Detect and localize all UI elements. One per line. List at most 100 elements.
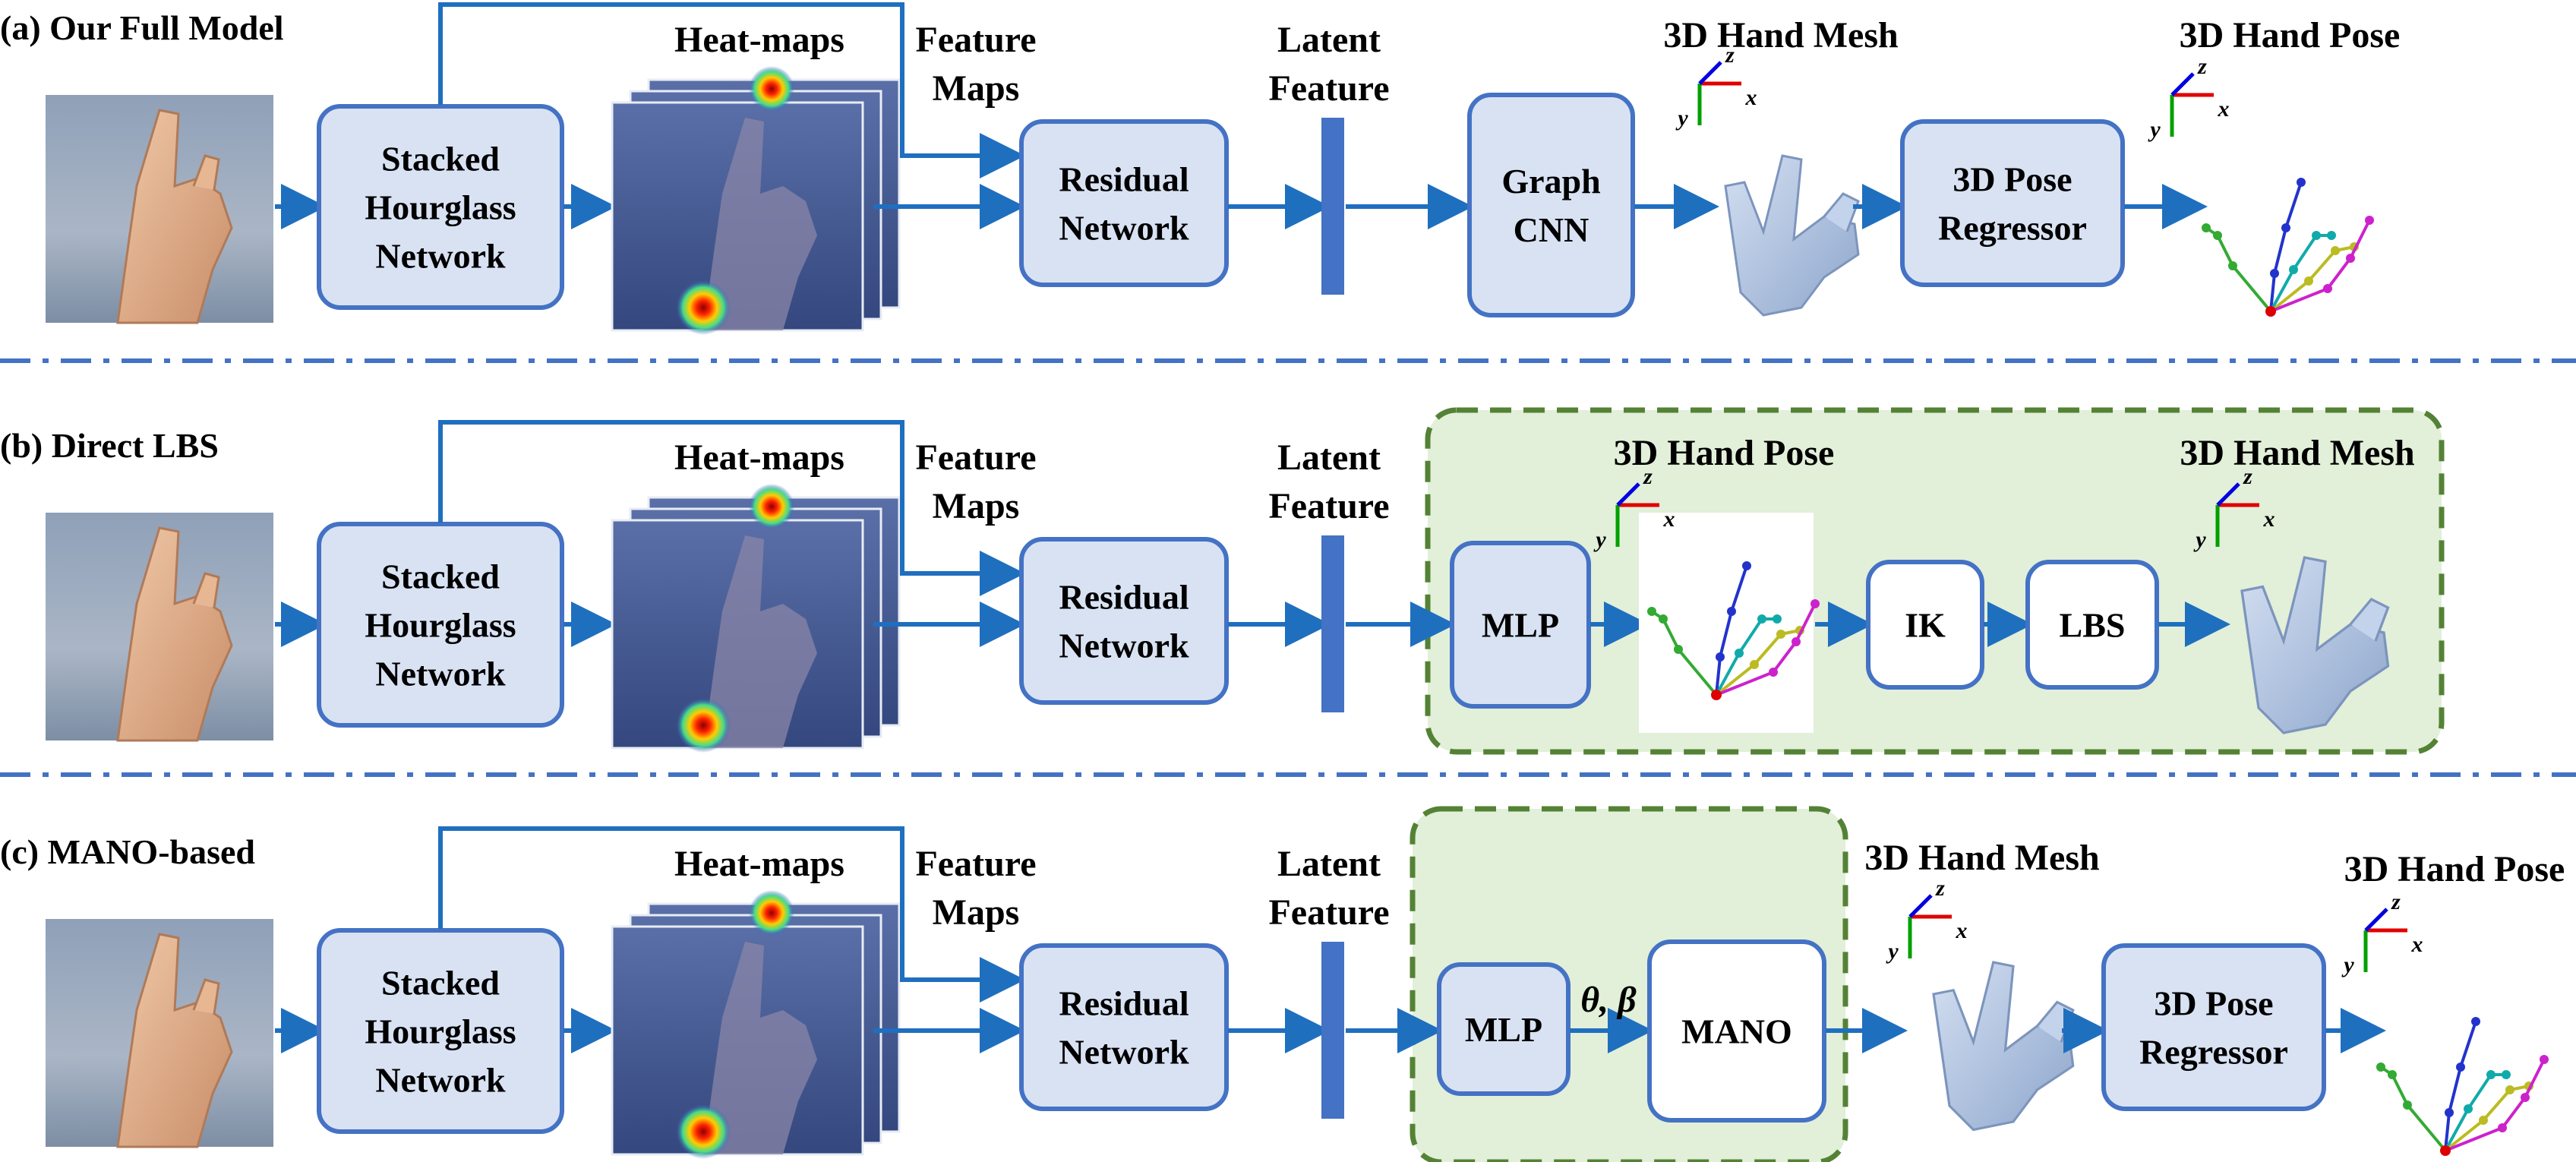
latent-feature-label-0: Latent xyxy=(1277,20,1381,60)
heatmap-hand xyxy=(703,942,817,1154)
joint-2-1 xyxy=(1757,614,1766,624)
joint-1-0 xyxy=(2403,1100,2412,1110)
heatmaps-label: Heat-maps xyxy=(674,20,844,60)
mesh-shape xyxy=(2240,556,2390,734)
axis-y-label: y xyxy=(1886,939,1899,964)
bone-finger-3 xyxy=(1715,629,1801,696)
joint-2-0 xyxy=(2464,1104,2473,1113)
latent-feature-bar xyxy=(1321,942,1344,1119)
axis-y-label: y xyxy=(2148,117,2161,142)
hand-finger xyxy=(192,572,220,608)
residual-network-box-label-line-1: Network xyxy=(1059,209,1189,248)
joint-0-1 xyxy=(2456,1063,2465,1072)
pose-title: 3D Hand Pose xyxy=(1614,433,1835,473)
hand-shape xyxy=(116,526,233,742)
joint-2-1 xyxy=(2486,1070,2496,1079)
hand-photo xyxy=(46,919,273,1148)
latent-feature-label-1: Feature xyxy=(1268,68,1389,109)
joint-2-2 xyxy=(1773,614,1782,624)
row-mano-based: (c) MANO-basedStackedHourglassNetworkHea… xyxy=(0,806,2565,1162)
heatmap-spot-tip xyxy=(749,484,794,529)
residual-network-box xyxy=(1019,537,1229,705)
residual-network-box xyxy=(1019,119,1229,287)
row-full-model: (a) Our Full ModelStackedHourglassNetwor… xyxy=(0,2,2401,335)
bone-finger-2 xyxy=(1715,617,1777,696)
xyz-axes: xyz xyxy=(1675,43,1757,131)
axis-x-label: x xyxy=(1956,918,1968,943)
axis-x-label: x xyxy=(2411,932,2423,957)
residual-network-box xyxy=(1019,943,1229,1111)
arrow-skip-connection xyxy=(438,826,1025,1003)
joint-4-2 xyxy=(2540,1055,2549,1064)
joint-2-2 xyxy=(2327,231,2336,240)
heatmap-spot-tip xyxy=(749,890,794,936)
joint-3-1 xyxy=(1776,630,1785,639)
joint-4-0 xyxy=(2323,284,2332,293)
axis-y-label: y xyxy=(1593,527,1606,552)
lbs-box xyxy=(2025,560,2159,690)
joint-1-2 xyxy=(2376,1063,2385,1072)
joint-0-2 xyxy=(2297,178,2306,187)
joint-2-0 xyxy=(2289,265,2298,274)
residual-network-box-label-line-1: Network xyxy=(1059,627,1189,665)
mano-box-label-line-0: MANO xyxy=(1681,1012,1792,1051)
bone-finger-3 xyxy=(2269,245,2355,313)
mlp-box xyxy=(1437,962,1571,1096)
joint-4-1 xyxy=(2521,1093,2530,1102)
latent-feature-bar xyxy=(1321,118,1344,295)
stacked-hourglass-box-label-line-0: Stacked xyxy=(381,964,500,1003)
feature-maps-label-1: Maps xyxy=(933,892,1020,933)
heatmap-stack xyxy=(611,890,901,1159)
bone-finger-0 xyxy=(2269,182,2303,312)
axis-z-label: z xyxy=(2197,54,2207,79)
heatmap-spot-wrist xyxy=(676,698,731,753)
axis-x-label: x xyxy=(2218,96,2230,122)
hand-mesh-3d xyxy=(1724,154,1860,317)
xyz-axes: xyz xyxy=(1593,464,1675,552)
feature-maps-label-1: Maps xyxy=(933,68,1020,109)
bone-finger-1 xyxy=(2379,1066,2447,1152)
joint-4-2 xyxy=(2365,216,2374,225)
heatmap-hand xyxy=(703,118,817,330)
axis-z xyxy=(2364,908,2388,932)
joint-3-0 xyxy=(2304,276,2313,286)
mlp-box-label-line-0: MLP xyxy=(1465,1010,1542,1049)
joint-1-2 xyxy=(2202,223,2211,232)
pose-title: 3D Hand Pose xyxy=(2180,15,2401,55)
hand-photo xyxy=(46,95,273,324)
bone-finger-1 xyxy=(2205,226,2272,313)
pose-regressor-box xyxy=(2101,943,2326,1111)
joint-2-1 xyxy=(2312,231,2321,240)
stacked-hourglass-box xyxy=(317,928,564,1134)
joint-0-2 xyxy=(1742,561,1751,570)
residual-network-box-label-line-0: Residual xyxy=(1059,984,1189,1023)
bone-finger-4 xyxy=(2270,219,2371,313)
residual-network-box-label-line-1: Network xyxy=(1059,1033,1189,1072)
feature-maps-label-1: Maps xyxy=(933,486,1020,526)
stacked-hourglass-box-label-line-0: Stacked xyxy=(381,140,500,178)
heatmap-stack xyxy=(611,66,901,335)
stacked-hourglass-box xyxy=(317,104,564,310)
hand-mesh-3d xyxy=(2240,556,2390,734)
stacked-hourglass-box xyxy=(317,522,564,728)
row-label: (b) Direct LBS xyxy=(0,426,219,465)
mesh-shape xyxy=(1932,961,2075,1132)
axis-z xyxy=(2216,482,2240,507)
bone-finger-4 xyxy=(1716,603,1817,696)
pose-title: 3D Hand Pose xyxy=(2344,849,2565,889)
xyz-axes: xyz xyxy=(2193,464,2275,552)
pose-regressor-box-label-line-0: 3D Pose xyxy=(2154,984,2273,1023)
axis-z-label: z xyxy=(2243,464,2252,489)
joint-1-0 xyxy=(2228,261,2237,270)
mesh-title: 3D Hand Mesh xyxy=(1864,838,2099,878)
residual-network-box-label-line-0: Residual xyxy=(1059,578,1189,617)
xyz-axes: xyz xyxy=(1886,876,1967,964)
axis-z xyxy=(2170,72,2195,96)
bone-finger-2 xyxy=(2444,1073,2506,1151)
feature-maps-label-0: Feature xyxy=(915,20,1036,60)
joint-1-1 xyxy=(2388,1070,2397,1079)
joint-4-0 xyxy=(1769,668,1778,677)
joint-2-0 xyxy=(1735,649,1744,658)
joint-0-0 xyxy=(2445,1108,2454,1117)
